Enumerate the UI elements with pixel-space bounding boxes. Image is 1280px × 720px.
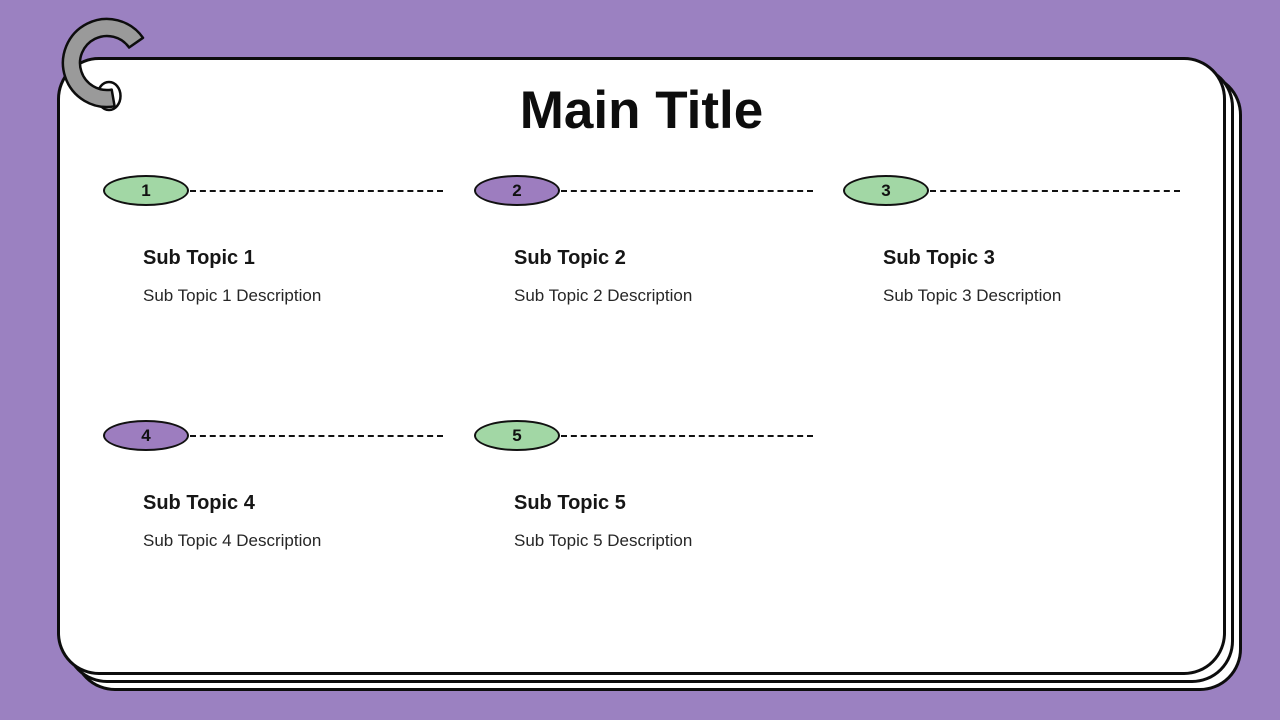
topic-title: Sub Topic 1 (143, 247, 255, 269)
topic-badge-row: 5 (474, 420, 813, 451)
binder-ring-arc (61, 17, 145, 109)
topic-badge-row: 4 (103, 420, 443, 451)
topic-number-badge: 1 (103, 175, 189, 206)
topic-number-badge: 5 (474, 420, 560, 451)
dashed-connector-line (561, 189, 813, 192)
dashed-connector-line (930, 189, 1180, 192)
topic-badge-row: 3 (843, 175, 1180, 206)
slide-card: Main Title 1 Sub Topic 1 Sub Topic 1 Des… (57, 57, 1226, 675)
topic-title: Sub Topic 2 (514, 247, 626, 269)
topic-badge-row: 2 (474, 175, 813, 206)
topic-number: 5 (512, 425, 522, 445)
binder-ring-icon (61, 17, 145, 112)
topic-badge-row: 1 (103, 175, 443, 206)
topic-description: Sub Topic 2 Description (514, 286, 693, 305)
topic-description: Sub Topic 1 Description (143, 286, 322, 305)
topic-number: 1 (141, 180, 151, 200)
topic-number-badge: 3 (843, 175, 929, 206)
topic-number: 2 (512, 180, 522, 200)
topic-title: Sub Topic 4 (143, 492, 255, 514)
dashed-connector-line (190, 434, 443, 437)
topic-cell-4: 4 Sub Topic 4 Sub Topic 4 Description (103, 420, 443, 551)
topic-number: 3 (881, 180, 891, 200)
topic-description: Sub Topic 4 Description (143, 531, 322, 550)
page-title: Main Title (519, 80, 764, 140)
topic-title: Sub Topic 5 (514, 492, 626, 514)
topic-number-badge: 4 (103, 420, 189, 451)
topic-cell-1: 1 Sub Topic 1 Sub Topic 1 Description (103, 175, 443, 306)
topic-description: Sub Topic 5 Description (514, 531, 693, 550)
topic-cell-5: 5 Sub Topic 5 Sub Topic 5 Description (474, 420, 813, 551)
dashed-connector-line (561, 434, 813, 437)
topic-number: 4 (141, 425, 151, 445)
topic-title: Sub Topic 3 (883, 247, 995, 269)
topic-description: Sub Topic 3 Description (883, 286, 1062, 305)
topic-number-badge: 2 (474, 175, 560, 206)
topic-cell-2: 2 Sub Topic 2 Sub Topic 2 Description (474, 175, 813, 306)
topic-cell-3: 3 Sub Topic 3 Sub Topic 3 Description (843, 175, 1180, 306)
dashed-connector-line (190, 189, 443, 192)
